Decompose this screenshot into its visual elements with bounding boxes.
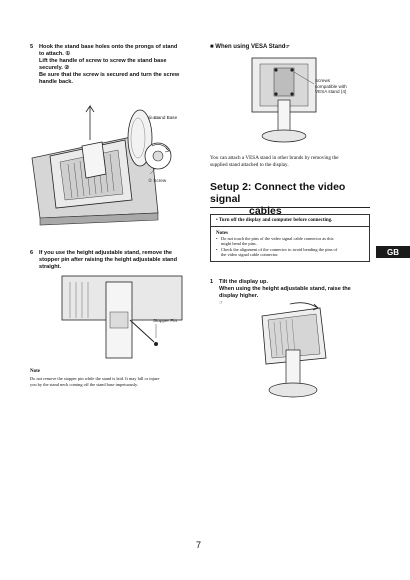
- step-6-number: 6: [30, 250, 34, 256]
- step-5-line: Hook the stand base holes onto the prong…: [39, 44, 178, 50]
- step-6-line: stopper pin after raising the height adj…: [39, 257, 177, 263]
- callout-screws-line: VESA stand (4): [315, 89, 347, 94]
- step-5-number: 5: [30, 44, 34, 50]
- step-5-line: securely. ②: [39, 65, 70, 71]
- step-5-line: Be sure that the screw is secured and tu…: [39, 72, 180, 78]
- notes-item-line: the video signal cable connector.: [221, 252, 279, 258]
- step-5-line: handle back.: [39, 79, 73, 85]
- vesa-body-line: supplied stand attached to the display.: [210, 161, 289, 168]
- see-reference-icon: ☞: [219, 300, 224, 306]
- box-divider: [211, 226, 369, 227]
- step-5-line: Lift the handle of screw to screw the st…: [39, 58, 167, 64]
- step-6-line: If you use the height adjustable stand, …: [39, 250, 173, 256]
- page-number: 7: [196, 540, 202, 550]
- setup-2-heading: Setup 2: Connect the video signal cables: [210, 181, 370, 217]
- note-title: Note: [30, 369, 40, 374]
- step-1-line-with-mark: display higher.☞: [219, 293, 371, 307]
- callout-screws-line: Screws: [315, 78, 331, 83]
- language-tab-gb: GB: [376, 246, 410, 258]
- stopper-pin-illustration: [61, 275, 183, 359]
- step-5-instructions: Hook the stand base holes onto the prong…: [39, 44, 199, 86]
- notes-item-line: Check the alignment of the connector to …: [221, 246, 338, 252]
- step-1-number: 1: [210, 279, 214, 285]
- vesa-illustration: [251, 57, 317, 143]
- vesa-heading: ■ When using VESA Stand☞: [210, 44, 290, 50]
- step-1-instructions: Tilt the display up. When using the heig…: [219, 279, 371, 307]
- step-5-line: to attach. ①: [39, 51, 71, 57]
- connection-notes-box: • Turn off the display and computer befo…: [210, 214, 370, 262]
- vesa-heading-text: ■ When using VESA Stand: [210, 44, 286, 50]
- setup-2-heading-line1: Setup 2: Connect the video signal: [210, 181, 346, 205]
- callout-screws: Screws compatible with VESA stand (4): [315, 78, 347, 95]
- warning-text: • Turn off the display and computer befo…: [216, 218, 333, 223]
- step-6-instructions: If you use the height adjustable stand, …: [39, 250, 199, 271]
- note-body: Do not remove the stopper pin while the …: [30, 376, 200, 387]
- vesa-body-line: You can attach a VESA stand in other bra…: [210, 155, 339, 161]
- tilt-display-illustration: [261, 302, 327, 398]
- step-1-line: When using the height adjustable stand, …: [219, 286, 351, 292]
- stand-base-illustration: [31, 104, 172, 226]
- callout-stopper-pin: Stopper Pin: [153, 318, 178, 323]
- note-line: Do not remove the stopper pin while the …: [30, 376, 160, 381]
- vesa-body: You can attach a VESA stand in other bra…: [210, 155, 370, 168]
- notes-item: • Check the alignment of the connector t…: [216, 247, 364, 258]
- callout-stand-base: ① Stand Base: [148, 115, 178, 120]
- notes-item: • Do not touch the pins of the video sig…: [216, 236, 364, 247]
- step-1-line: Tilt the display up.: [219, 279, 269, 285]
- note-line: you by the stand neck coming off the sta…: [30, 381, 139, 387]
- notes-item-line: might bend the pins.: [221, 241, 257, 247]
- step-6-line: straight.: [39, 264, 62, 270]
- bullet-icon: •: [216, 236, 218, 241]
- see-reference-icon: ☞: [285, 44, 290, 50]
- notes-title: Notes: [216, 231, 228, 236]
- callout-screw: ② Screw: [148, 178, 167, 183]
- callout-screws-line: compatible with: [315, 83, 347, 89]
- bullet-icon: •: [216, 246, 218, 252]
- notes-item-line: Do not touch the pins of the video signa…: [221, 236, 334, 241]
- section-divider: [210, 207, 370, 208]
- step-1-line: display higher.: [219, 293, 259, 299]
